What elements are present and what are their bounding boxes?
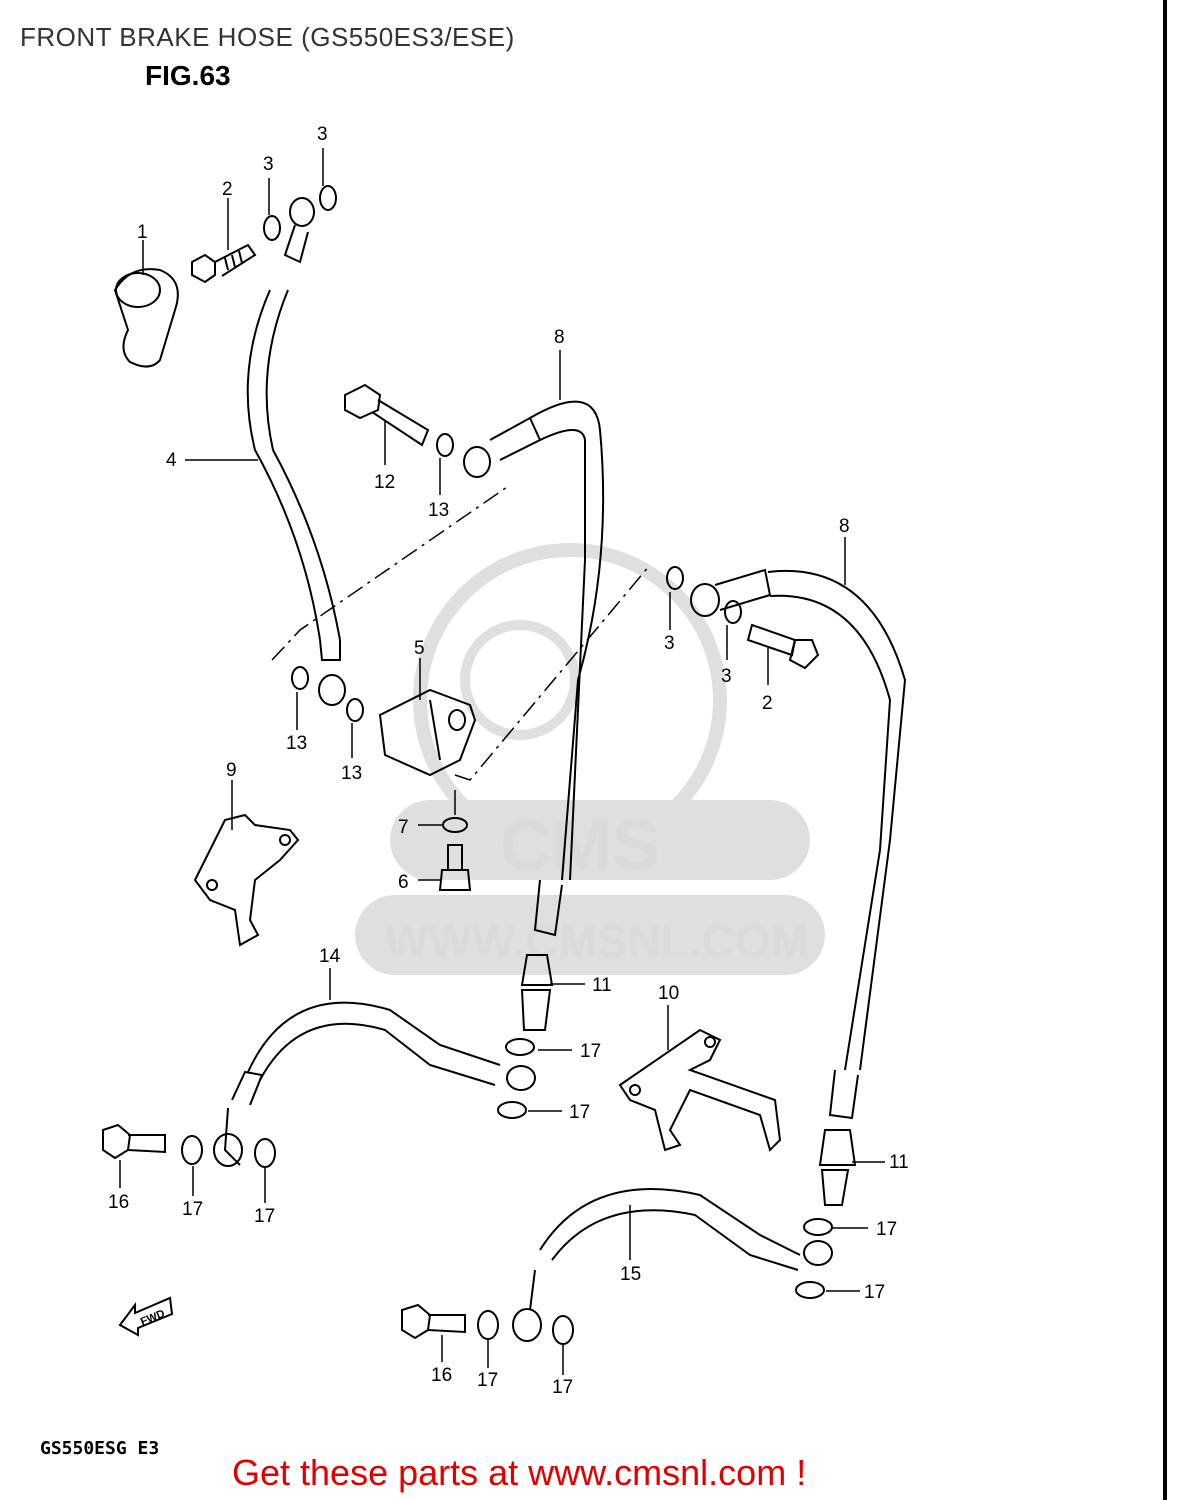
part-17-washer-h <box>552 1315 574 1345</box>
leader-lines <box>119 148 885 1375</box>
part-1-cap <box>113 268 179 368</box>
part-5-brake-junction <box>378 688 477 777</box>
callout-15: 15 <box>620 1264 641 1285</box>
callout-12: 12 <box>374 472 395 493</box>
part-8-brake-hose-right <box>690 568 907 1120</box>
part-17-washer-d <box>254 1138 276 1168</box>
part-3-washer-b <box>319 185 337 211</box>
part-11-union-lower <box>818 1129 857 1206</box>
callout-17-e: 17 <box>876 1219 897 1240</box>
callout-14: 14 <box>319 946 341 967</box>
part-2-banjo-bolt-upper <box>191 243 257 284</box>
cta-link[interactable]: Get these parts at www.cmsnl.com ! <box>232 1452 807 1493</box>
assembly-lines <box>271 484 651 781</box>
callout-6: 6 <box>398 872 409 893</box>
callout-3-d: 3 <box>721 666 732 687</box>
callout-2-upper: 2 <box>222 179 233 200</box>
callout-3-a: 3 <box>263 154 274 175</box>
callout-17-h: 17 <box>552 1377 573 1398</box>
part-13-washer-a <box>436 433 454 457</box>
watermark-brand: CMS <box>500 806 660 886</box>
part-17-washer-c <box>181 1135 203 1165</box>
watermark: CMS WWW.CMSNL.COM <box>355 543 825 975</box>
part-17-washer-e <box>803 1218 833 1236</box>
callout-7: 7 <box>398 817 409 838</box>
part-11-union-upper <box>520 954 554 1031</box>
callout-8-left: 8 <box>554 327 565 348</box>
part-3-washer-a <box>263 215 281 241</box>
part-15-brake-hose <box>512 1188 833 1342</box>
part-17-washer-a <box>505 1038 535 1056</box>
part-17-washer-b <box>497 1101 527 1119</box>
callout-13-b: 13 <box>286 733 307 754</box>
callout-17-c: 17 <box>182 1199 203 1220</box>
part-4-brake-hose <box>246 197 346 706</box>
part-14-brake-hose <box>213 1001 536 1167</box>
part-10-bracket <box>618 1028 782 1152</box>
part-16-banjo-bolt-b <box>401 1303 466 1340</box>
callout-17-g: 17 <box>477 1370 498 1391</box>
callout-11-upper: 11 <box>592 975 612 996</box>
watermark-url: WWW.CMSNL.COM <box>385 915 809 967</box>
figure-number: FIG.63 <box>145 60 231 91</box>
callout-3-c: 3 <box>664 633 675 654</box>
callout-17-b: 17 <box>569 1102 590 1123</box>
page-border <box>1163 0 1167 1500</box>
part-16-banjo-bolt-a <box>102 1123 166 1160</box>
callout-16-b: 16 <box>431 1365 452 1386</box>
callout-9: 9 <box>226 760 237 781</box>
callout-13-a: 13 <box>428 500 449 521</box>
part-13-washer-b <box>291 666 309 690</box>
callout-13-c: 13 <box>341 763 362 784</box>
model-code: GS550ESG E3 <box>40 1438 160 1459</box>
part-17-washer-g <box>477 1310 499 1340</box>
callout-1: 1 <box>137 222 148 243</box>
callout-labels: 1 2 3 3 4 8 12 13 8 5 3 3 2 13 13 9 7 6 … <box>108 124 909 1398</box>
part-3-washer-d <box>724 600 742 624</box>
part-6-bolt <box>438 844 472 891</box>
part-17-washer-f <box>795 1281 825 1299</box>
part-9-bracket <box>193 813 300 947</box>
part-8-brake-hose-left <box>463 400 605 937</box>
part-2-banjo-bolt-lower <box>746 623 820 670</box>
page-title: FRONT BRAKE HOSE (GS550ES3/ESE) <box>20 22 515 52</box>
callout-5: 5 <box>414 638 425 659</box>
fwd-arrow-icon: FWD <box>118 1296 174 1337</box>
part-3-washer-c <box>666 566 684 590</box>
callout-2-lower: 2 <box>762 693 773 714</box>
part-13-washer-c <box>346 698 364 722</box>
part-12-banjo-bolt <box>344 383 430 447</box>
callout-4: 4 <box>166 450 177 471</box>
callout-17-f: 17 <box>864 1282 885 1303</box>
part-7-washer <box>442 817 468 833</box>
callout-10: 10 <box>658 983 679 1004</box>
callout-17-a: 17 <box>580 1041 601 1062</box>
callout-8-right: 8 <box>839 516 850 537</box>
callout-16-a: 16 <box>108 1192 129 1213</box>
callout-17-d: 17 <box>254 1206 275 1227</box>
callout-3-b: 3 <box>317 124 328 145</box>
callout-11-lower: 11 <box>889 1152 909 1173</box>
